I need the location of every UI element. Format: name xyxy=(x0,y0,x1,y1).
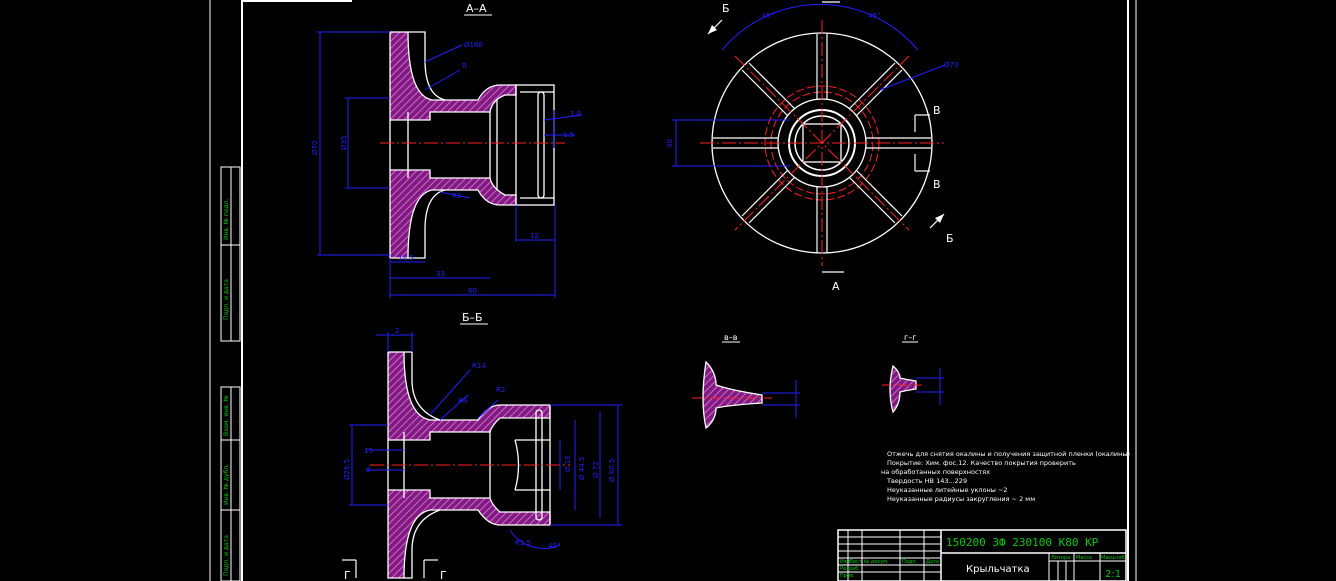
title-block-scale: 2:1 xyxy=(1105,569,1121,580)
plan-cut-markers xyxy=(707,1,945,273)
section-gg-label: г–г xyxy=(904,333,916,342)
bb-dim-d26-5: Ø26.5 xyxy=(343,459,351,480)
aa-dim-60: 60 xyxy=(468,287,477,295)
tb-label-izm: Изм. xyxy=(840,559,852,565)
plan-dim-45-right: 45° xyxy=(868,12,880,20)
title-block-part-name: Крыльчатка xyxy=(966,564,1030,575)
plan-view: 45° 45° Ø70 30 Б Б В В А xyxy=(666,1,958,293)
bb-dim-d60-5: Ø 60.5 xyxy=(608,459,616,482)
side-label-3: Инв. № дубл. xyxy=(223,464,230,505)
section-gg: г–г xyxy=(882,333,944,414)
bb-dim-r1-5: R1.5 xyxy=(515,539,531,547)
tb-label-podp: Подп. xyxy=(902,559,918,565)
cut-marker-b-top: Б xyxy=(722,2,730,15)
aa-dim-r: R xyxy=(462,62,467,70)
aa-dim-d70: Ø70 xyxy=(311,141,319,155)
aa-hatch-upper xyxy=(389,31,517,121)
title-block xyxy=(837,529,1127,581)
vv-profile xyxy=(702,360,763,430)
side-label-4: Подп. и дата xyxy=(223,535,230,576)
aa-dim-1-8: 1.8 xyxy=(570,110,581,118)
technical-notes: Отжечь для снятия окалины и получения за… xyxy=(881,450,1130,503)
section-vv-label: в–в xyxy=(724,333,738,342)
bb-dim-r2: R2 xyxy=(496,386,505,394)
note-4: Неуказанные литейные уклоны ~2 xyxy=(887,486,1008,494)
bb-cut-markers xyxy=(342,559,438,578)
bb-hatch-lower xyxy=(387,489,551,579)
section-bb: Б–Б xyxy=(342,311,622,581)
side-stamp xyxy=(220,166,241,581)
plan-dim-30: 30 xyxy=(666,139,674,148)
bb-dim-2: 2 xyxy=(395,327,399,335)
aa-dim-12: 12 xyxy=(530,232,539,240)
drawing-frame xyxy=(209,0,1137,581)
cut-marker-a: А xyxy=(832,280,840,293)
bb-dim-45: 45° xyxy=(548,542,560,550)
bb-dim-d72: Ø 72 xyxy=(592,461,600,478)
section-vv: в–в xyxy=(692,333,800,430)
tb-col-masshtab: Масштаб xyxy=(1101,555,1125,561)
bb-dim-15: 15 xyxy=(364,447,373,455)
tb-label-list: Лист xyxy=(849,559,862,565)
aa-hatch-lower xyxy=(389,169,517,259)
tb-label-prov: Пров. xyxy=(840,573,855,579)
section-aa-label: А–А xyxy=(466,2,487,15)
note-0: Отжечь для снятия окалины и получения за… xyxy=(887,450,1130,458)
note-1: Покрытие: Хим. фос.12. Качество покрытия… xyxy=(887,459,1076,467)
tb-col-litera: Литера xyxy=(1051,555,1070,561)
bb-dim-8: 8 xyxy=(366,466,370,474)
title-block-row-labels: Изм. Лист № докум. Подп. Дата Разраб. Пр… xyxy=(840,555,1125,579)
aa-dim-1-5: 1.5 xyxy=(563,131,574,139)
cut-marker-g-right: Г xyxy=(440,569,447,581)
aa-dim-r3: R3 xyxy=(452,192,461,200)
aa-dim-11-5: 11.5 xyxy=(398,254,414,262)
cut-marker-v-bottom: В xyxy=(933,178,941,191)
aa-dim-d160: Ø160 xyxy=(464,41,483,49)
bb-dim-d44-5: Ø 44.5 xyxy=(578,457,586,480)
cut-marker-b-bottom: Б xyxy=(946,232,954,245)
side-label-2: Взам. инв. № xyxy=(223,395,230,436)
title-block-code: 150200 3Ф 230100 К80 КР xyxy=(946,536,1099,549)
bb-dim-r14: R14 xyxy=(472,362,486,370)
plan-dim-45-left: 45° xyxy=(762,12,774,20)
plan-dimensions xyxy=(672,3,946,167)
bb-dimensions xyxy=(349,332,622,549)
plan-cut-arrows xyxy=(708,25,944,223)
plan-axes xyxy=(700,20,944,266)
plan-dimension-texts: 45° 45° Ø70 30 xyxy=(666,12,958,148)
bb-dim-d16: Ø 16 xyxy=(564,455,572,472)
bb-dimension-texts: 2 R14 R6 R2 Ø26.5 15 8 Ø 16 Ø 44.5 Ø 72 … xyxy=(343,327,616,550)
tb-col-massa: Масса xyxy=(1076,555,1092,561)
tb-label-doc: № докум. xyxy=(864,559,889,565)
aa-dim-d35: Ø35 xyxy=(340,136,348,150)
gg-profile xyxy=(889,364,917,414)
aa-dimension-texts: Ø160 R Ø70 Ø35 1.8 1.5 R3 12 11.5 33 60 xyxy=(311,41,581,295)
section-aa: А–А xyxy=(311,2,583,298)
plan-ribs xyxy=(713,34,931,252)
cut-marker-g-left: Г xyxy=(344,569,351,581)
side-label-0: Инв. № подл. xyxy=(223,199,230,240)
bb-dim-r6: R6 xyxy=(458,397,468,405)
side-label-1: Подп. и дата xyxy=(223,279,230,320)
side-stamp-labels: Инв. № подл. Подп. и дата Взам. инв. № И… xyxy=(223,199,230,576)
tb-label-date: Дата xyxy=(926,559,939,565)
note-3: Твердость НВ 143...229 xyxy=(886,477,967,485)
section-bb-label: Б–Б xyxy=(462,311,483,324)
note-5: Неуказанные радиусы закругления ~ 2 мм xyxy=(887,495,1035,503)
aa-dim-33: 33 xyxy=(436,270,445,278)
cut-marker-v-top: В xyxy=(933,104,941,117)
aa-dimensions xyxy=(317,31,583,298)
note-2: на обработанных поверхностях xyxy=(881,468,990,476)
tb-label-razrab: Разраб. xyxy=(840,566,860,572)
plan-dim-d70: Ø70 xyxy=(944,61,958,69)
bb-hatch-upper xyxy=(387,351,551,441)
